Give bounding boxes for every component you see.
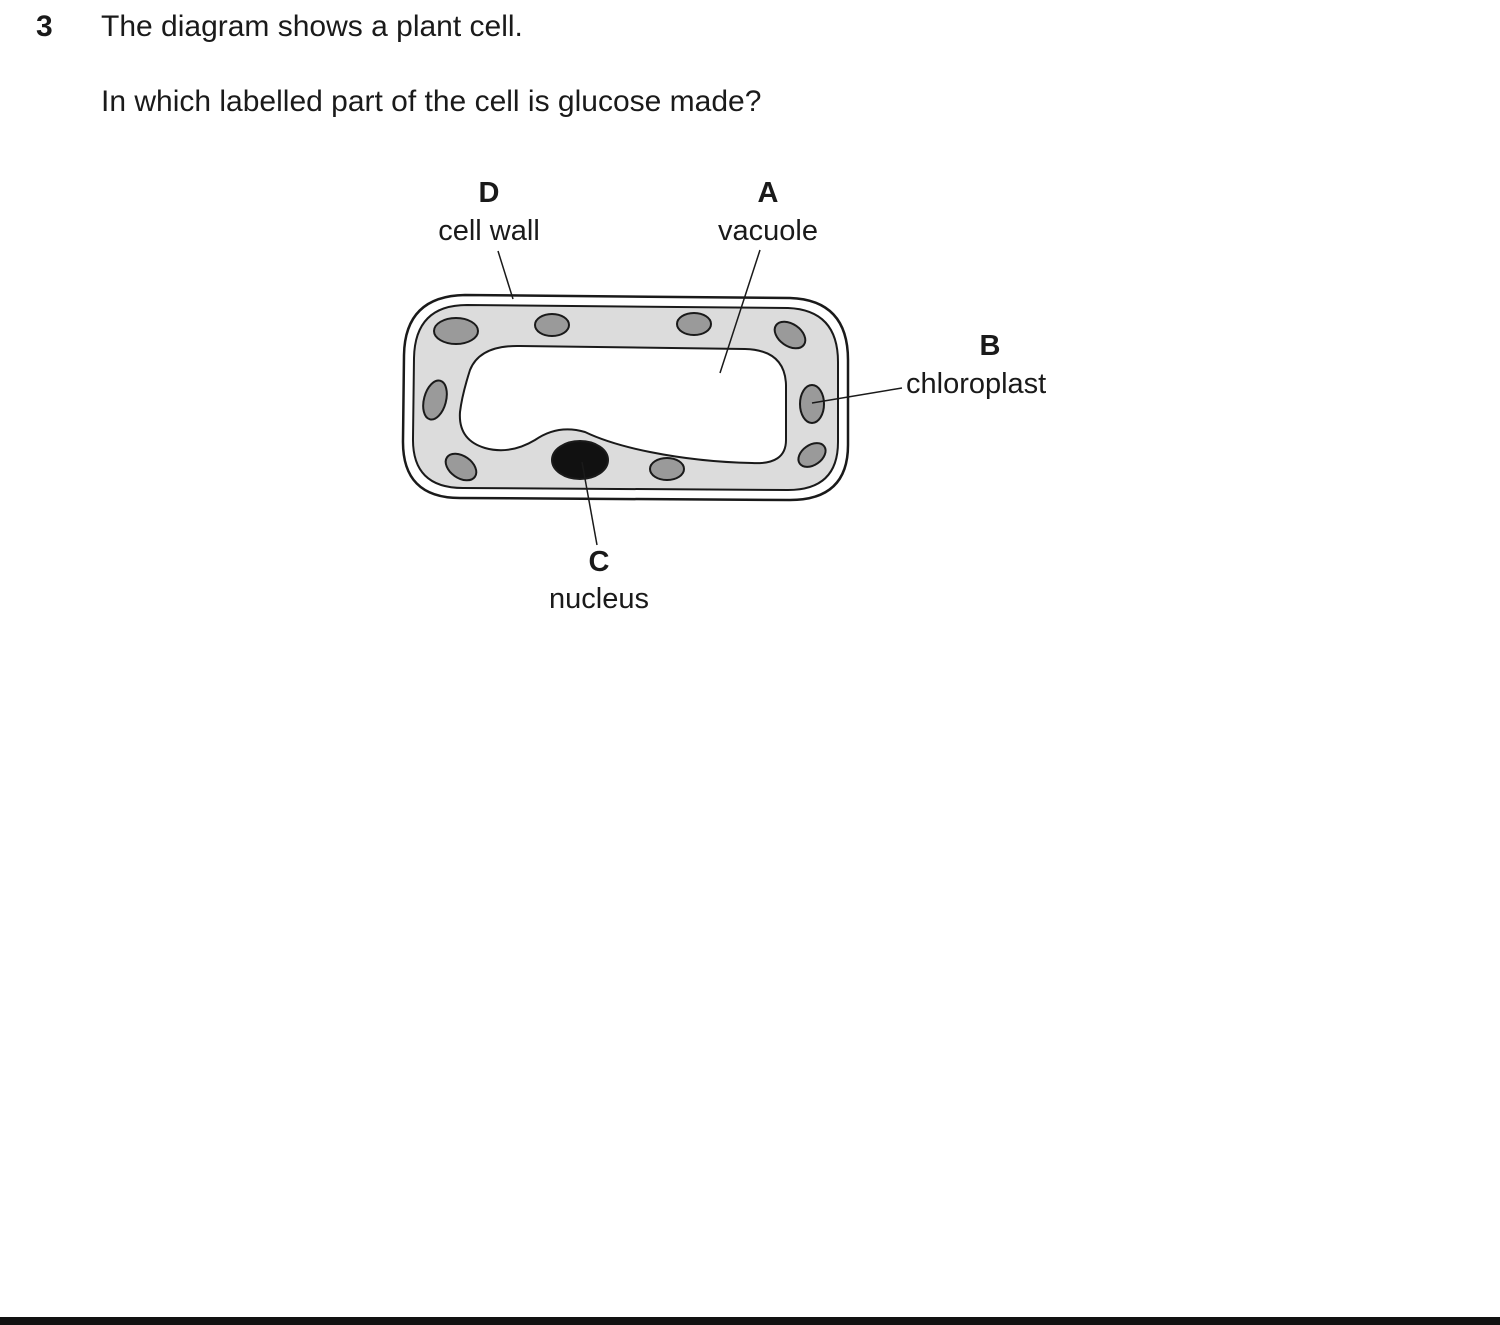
label-b-letter: B: [980, 330, 1001, 362]
chloroplast: [773, 320, 807, 350]
vacuole-shape: [458, 344, 787, 465]
label-d-name: cell wall: [438, 215, 540, 247]
chloroplast: [534, 313, 570, 337]
question-prompt: In which labelled part of the cell is gl…: [101, 85, 762, 118]
leader-line-d: [497, 250, 514, 300]
chloroplast: [676, 312, 712, 336]
question-number: 3: [36, 10, 53, 43]
chloroplast: [799, 384, 825, 424]
label-d-letter: D: [479, 177, 500, 209]
label-a-name: vacuole: [718, 215, 818, 247]
chloroplast: [422, 379, 448, 421]
chloroplast: [444, 452, 478, 482]
chloroplast: [649, 457, 685, 481]
nucleus-shape: [551, 440, 609, 480]
leader-line-b: [811, 387, 903, 404]
label-c-letter: C: [589, 546, 610, 578]
label-b-name: chloroplast: [906, 368, 1046, 400]
label-c-name: nucleus: [549, 583, 649, 615]
chloroplast: [433, 317, 479, 345]
page-footer-bar: [0, 1317, 1500, 1325]
plant-cell-diagram: D cell wall A vacuole B chloroplast C nu…: [401, 177, 1046, 615]
chloroplast: [797, 442, 827, 468]
chloroplasts: [422, 312, 827, 482]
leader-line-a: [719, 249, 761, 374]
question-stem: The diagram shows a plant cell.: [101, 10, 523, 43]
label-a-letter: A: [758, 177, 779, 209]
leader-line-c: [581, 461, 598, 546]
